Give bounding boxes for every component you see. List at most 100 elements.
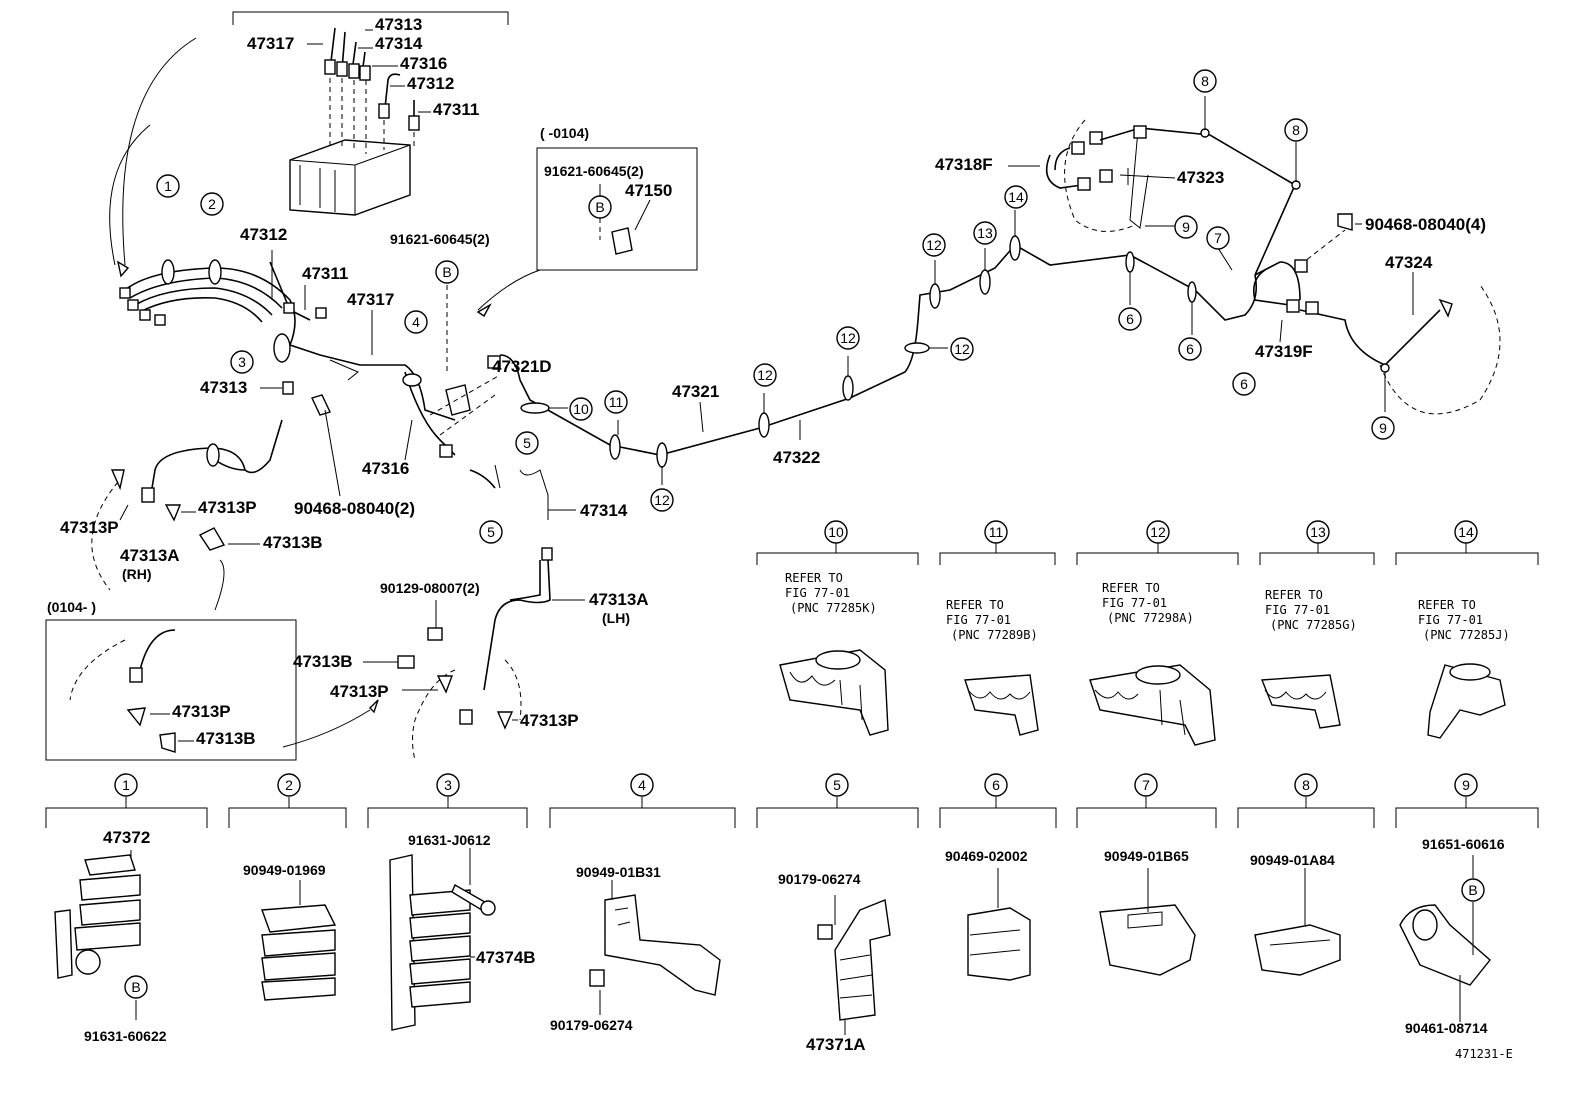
label-47316: 47316: [400, 54, 447, 73]
c10-ref-1: REFER TO: [785, 571, 843, 585]
bubble-12b: 12: [757, 367, 773, 383]
c14-ref-2: FIG 77-01: [1418, 613, 1483, 627]
bubble-2: 2: [208, 196, 216, 212]
c11-ref-2: FIG 77-01: [946, 613, 1011, 627]
clip-drawings: [779, 649, 1506, 746]
bubble-13: 13: [977, 225, 993, 241]
c13-ref-3: (PNC 77285G): [1270, 618, 1357, 632]
label-91621-b: 91621-60645(2): [544, 163, 644, 179]
clip-12-num: 12: [1150, 524, 1166, 540]
b3-part-a: 91631-J0612: [408, 832, 491, 848]
label-47311b: 47311: [302, 264, 348, 283]
b6-part: 90469-02002: [945, 848, 1028, 864]
label-47317: 47317: [247, 34, 294, 53]
bottom-9-num: 9: [1462, 777, 1470, 793]
b1-part-b: 91631-60622: [84, 1028, 167, 1044]
b5-part-a: 90179-06274: [778, 871, 861, 887]
label-90129: 90129-08007(2): [380, 580, 480, 596]
c12-ref-3: (PNC 77298A): [1107, 611, 1194, 625]
label-47312b: 47312: [240, 225, 287, 244]
bubble-14: 14: [1008, 189, 1024, 205]
b3-part-b: 47374B: [476, 948, 536, 967]
bottom-7-num: 7: [1142, 777, 1150, 793]
label-47314: 47314: [375, 34, 423, 53]
bottom-5-num: 5: [833, 777, 841, 793]
label-lh: (LH): [602, 610, 630, 626]
bubble-6a: 6: [1126, 311, 1134, 327]
bubble-8b: 8: [1292, 122, 1300, 138]
label-47313B-c: 47313B: [293, 652, 353, 671]
label-47313P-b: 47313P: [60, 518, 119, 537]
bottom-4-num: 4: [638, 777, 646, 793]
label-47322: 47322: [773, 448, 820, 467]
label-47323: 47323: [1177, 168, 1224, 187]
bubble-1: 1: [164, 178, 172, 194]
bubble-5a: 5: [523, 435, 531, 451]
c13-ref-2: FIG 77-01: [1265, 603, 1330, 617]
label-47313B-e: 47313B: [196, 729, 256, 748]
frame-bottom: [45, 619, 297, 761]
bottom-1-b: B: [131, 979, 140, 995]
bubble-12e: 12: [926, 237, 942, 253]
b2-part: 90949-01969: [243, 862, 326, 878]
bubble-8a: 8: [1201, 73, 1209, 89]
b4-part-a: 90949-01B31: [576, 864, 661, 880]
label-47321: 47321: [672, 382, 719, 401]
bottom-part-drawings: [54, 848, 1491, 1035]
label-47150: 47150: [625, 181, 672, 200]
bubble-12a: 12: [654, 492, 670, 508]
label-90468b: 90468-08040(4): [1365, 215, 1486, 234]
c10-ref-2: FIG 77-01: [785, 586, 850, 600]
frame-bottom-label: (0104- ): [47, 599, 96, 615]
bubbles: 1 2 3 4 5 5 10 11 12 12 12 12 12 13 14 6…: [114, 69, 1485, 999]
bottom-3-num: 3: [444, 777, 452, 793]
label-47313P-e: 47313P: [172, 702, 231, 721]
label-47313P-d: 47313P: [520, 711, 579, 730]
label-47313P-c: 47313P: [330, 682, 389, 701]
c12-ref-2: FIG 77-01: [1102, 596, 1167, 610]
label-47318F: 47318F: [935, 155, 993, 174]
bubble-9b: 9: [1379, 420, 1387, 436]
b9-part-a: 91651-60616: [1422, 836, 1505, 852]
bottom-8-num: 8: [1302, 777, 1310, 793]
bubble-3: 3: [238, 354, 246, 370]
clip-10-num: 10: [828, 524, 844, 540]
bubble-B-2: B: [595, 199, 604, 215]
label-47313b: 47313: [200, 378, 247, 397]
frame-top: [536, 147, 698, 271]
actuator-group: [232, 11, 509, 216]
label-47313P-a: 47313P: [198, 498, 257, 517]
label-47312: 47312: [407, 74, 454, 93]
label-90468a: 90468-08040(2): [294, 499, 415, 518]
label-47321D: 47321D: [492, 357, 552, 376]
label-47313A-lh: 47313A: [589, 590, 649, 609]
label-47317b: 47317: [347, 290, 394, 309]
b9-part-b: 90461-08714: [1405, 1020, 1488, 1036]
frame-top-label: ( -0104): [540, 125, 589, 141]
figure-id: 471231-E: [1455, 1047, 1513, 1061]
label-47319F: 47319F: [1255, 342, 1313, 361]
bubble-5b: 5: [487, 524, 495, 540]
left-harness: [119, 259, 496, 489]
b5-part-b: 47371A: [806, 1035, 866, 1054]
b1-part-a: 47372: [103, 828, 150, 847]
label-47316b: 47316: [362, 459, 409, 478]
bubble-6c: 6: [1240, 376, 1248, 392]
b4-part-b: 90179-06274: [550, 1017, 633, 1033]
bubble-9a: 9: [1182, 219, 1190, 235]
bubble-12c: 12: [840, 330, 856, 346]
c13-ref-1: REFER TO: [1265, 588, 1323, 602]
bubble-12d: 12: [954, 341, 970, 357]
bubble-10: 10: [573, 401, 589, 417]
bottom-1-num: 1: [122, 777, 130, 793]
label-47313A: 47313A: [120, 546, 180, 565]
bubble-6b: 6: [1186, 341, 1194, 357]
label-47313: 47313: [375, 15, 422, 34]
clip-14-num: 14: [1458, 524, 1474, 540]
bubble-4: 4: [412, 314, 420, 330]
c14-ref-3: (PNC 77285J): [1423, 628, 1510, 642]
label-rh: (RH): [122, 566, 152, 582]
bubble-11: 11: [609, 394, 624, 410]
bubble-B-1: B: [442, 264, 451, 280]
label-47311: 47311: [433, 100, 479, 119]
